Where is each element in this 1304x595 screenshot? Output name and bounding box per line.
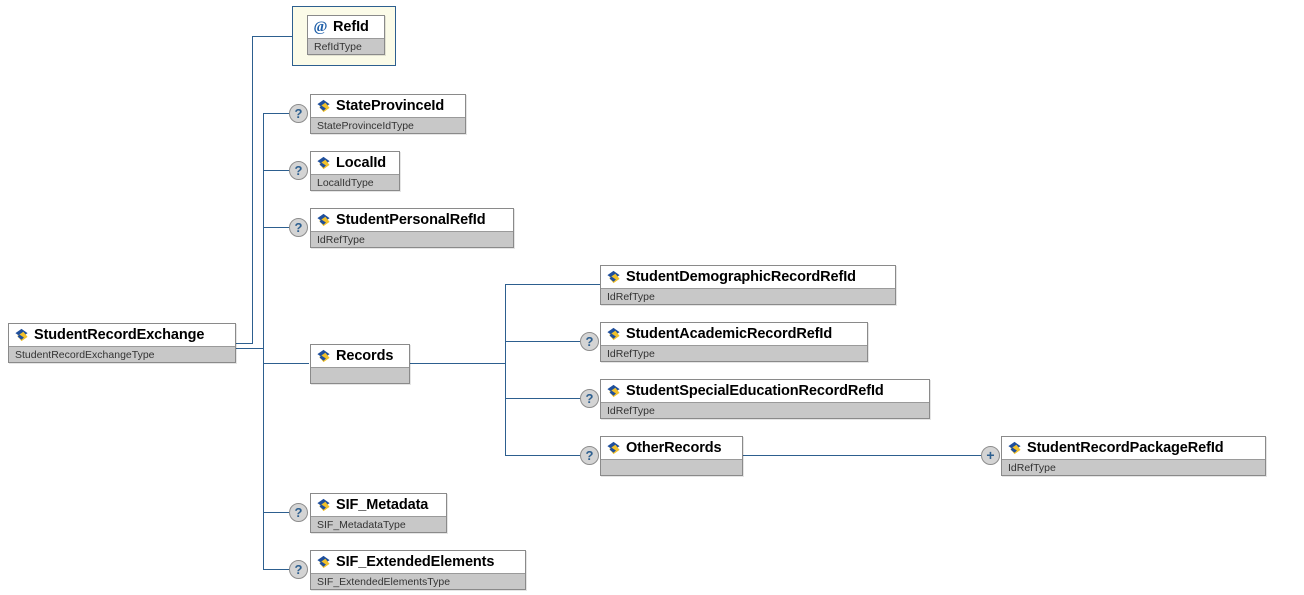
node-header: StudentDemographicRecordRefId	[601, 266, 895, 288]
element-icon	[317, 349, 330, 363]
node-type: SIF_ExtendedElementsType	[311, 573, 525, 589]
connector-element-trunk	[263, 113, 264, 569]
node-type: RefIdType	[308, 38, 384, 54]
node-header: StudentRecordPackageRefId	[1002, 437, 1265, 459]
node-records[interactable]: Records	[310, 344, 410, 384]
node-name: Records	[336, 347, 394, 364]
element-icon	[607, 270, 620, 284]
connector-branch-sifmetadata	[263, 512, 289, 513]
node-otherrecords[interactable]: OtherRecords	[600, 436, 743, 476]
occurrence-badge-optional[interactable]: ?	[289, 503, 308, 522]
connector-branch-studentacademicrecordrefid	[505, 341, 580, 342]
node-header: StudentRecordExchange	[9, 324, 235, 346]
node-type: LocalIdType	[311, 174, 399, 190]
connector-branch-stateprovinceid	[263, 113, 289, 114]
node-name: StudentDemographicRecordRefId	[626, 268, 856, 285]
connector-records-trunk	[505, 284, 506, 456]
node-localid[interactable]: LocalId LocalIdType	[310, 151, 400, 191]
element-icon	[317, 156, 330, 170]
occurrence-badge-optional[interactable]: ?	[580, 446, 599, 465]
node-studentrecordexchange[interactable]: StudentRecordExchange StudentRecordExcha…	[8, 323, 236, 363]
occurrence-badge-optional[interactable]: ?	[289, 560, 308, 579]
element-icon	[317, 498, 330, 512]
node-name: StudentRecordPackageRefId	[1027, 439, 1224, 456]
node-name: StudentAcademicRecordRefId	[626, 325, 833, 342]
element-icon	[15, 328, 28, 342]
node-type: IdRefType	[1002, 459, 1265, 475]
node-type	[311, 367, 409, 383]
element-icon	[607, 327, 620, 341]
connector-branch-studentspecialeducationrecordrefid	[505, 398, 580, 399]
connector-otherrecords-to-package	[743, 455, 981, 456]
node-name: OtherRecords	[626, 439, 722, 456]
occurrence-badge-expand[interactable]: +	[981, 446, 1000, 465]
attribute-icon: @	[313, 18, 328, 35]
node-header: StudentSpecialEducationRecordRefId	[601, 380, 929, 402]
element-icon	[1008, 441, 1021, 455]
node-sif-metadata[interactable]: SIF_Metadata SIF_MetadataType	[310, 493, 447, 533]
node-name: StudentSpecialEducationRecordRefId	[626, 382, 884, 399]
node-name: StudentRecordExchange	[34, 326, 205, 343]
connector-root-stub	[236, 348, 263, 349]
occurrence-badge-optional[interactable]: ?	[289, 218, 308, 237]
node-studentrecordpackagerefid[interactable]: StudentRecordPackageRefId IdRefType	[1001, 436, 1266, 476]
node-header: @ RefId	[308, 16, 384, 38]
node-studentacademicrecordrefid[interactable]: StudentAcademicRecordRefId IdRefType	[600, 322, 868, 362]
connector-attribute-base	[236, 343, 253, 344]
element-icon	[317, 99, 330, 113]
node-header: StudentPersonalRefId	[311, 209, 513, 231]
node-header: Records	[311, 345, 409, 367]
node-header: StateProvinceId	[311, 95, 465, 117]
node-type: IdRefType	[601, 345, 867, 361]
connector-branch-records	[263, 363, 309, 364]
element-icon	[607, 441, 620, 455]
occurrence-badge-optional[interactable]: ?	[580, 332, 599, 351]
node-header: SIF_ExtendedElements	[311, 551, 525, 573]
node-type: StateProvinceIdType	[311, 117, 465, 133]
node-type: IdRefType	[601, 402, 929, 418]
node-type: SIF_MetadataType	[311, 516, 446, 532]
element-icon	[317, 555, 330, 569]
node-name: StudentPersonalRefId	[336, 211, 486, 228]
connector-branch-sifextendedelements	[263, 569, 289, 570]
node-stateprovinceid[interactable]: StateProvinceId StateProvinceIdType	[310, 94, 466, 134]
node-type	[601, 459, 742, 475]
occurrence-badge-optional[interactable]: ?	[289, 104, 308, 123]
node-studentpersonalrefid[interactable]: StudentPersonalRefId IdRefType	[310, 208, 514, 248]
node-header: SIF_Metadata	[311, 494, 446, 516]
node-name: StateProvinceId	[336, 97, 445, 114]
node-name: SIF_Metadata	[336, 496, 429, 513]
connector-branch-studentpersonalrefid	[263, 227, 289, 228]
node-type: IdRefType	[601, 288, 895, 304]
connector-branch-localid	[263, 170, 289, 171]
element-icon	[607, 384, 620, 398]
occurrence-badge-optional[interactable]: ?	[289, 161, 308, 180]
node-name: LocalId	[336, 154, 387, 171]
node-header: LocalId	[311, 152, 399, 174]
node-refid[interactable]: @ RefId RefIdType	[307, 15, 385, 55]
connector-branch-studentdemographicrecordrefid	[505, 284, 600, 285]
occurrence-badge-optional[interactable]: ?	[580, 389, 599, 408]
connector-attribute-trunk	[252, 36, 253, 343]
node-name: RefId	[333, 18, 369, 35]
node-header: StudentAcademicRecordRefId	[601, 323, 867, 345]
node-header: OtherRecords	[601, 437, 742, 459]
connector-attribute-top	[252, 36, 292, 37]
element-icon	[317, 213, 330, 227]
node-sif-extendedelements[interactable]: SIF_ExtendedElements SIF_ExtendedElement…	[310, 550, 526, 590]
connector-records-stub	[410, 363, 506, 364]
node-studentspecialeducationrecordrefid[interactable]: StudentSpecialEducationRecordRefId IdRef…	[600, 379, 930, 419]
node-type: IdRefType	[311, 231, 513, 247]
connector-branch-otherrecords	[505, 455, 580, 456]
node-studentdemographicrecordrefid[interactable]: StudentDemographicRecordRefId IdRefType	[600, 265, 896, 305]
node-type: StudentRecordExchangeType	[9, 346, 235, 362]
node-name: SIF_ExtendedElements	[336, 553, 495, 570]
